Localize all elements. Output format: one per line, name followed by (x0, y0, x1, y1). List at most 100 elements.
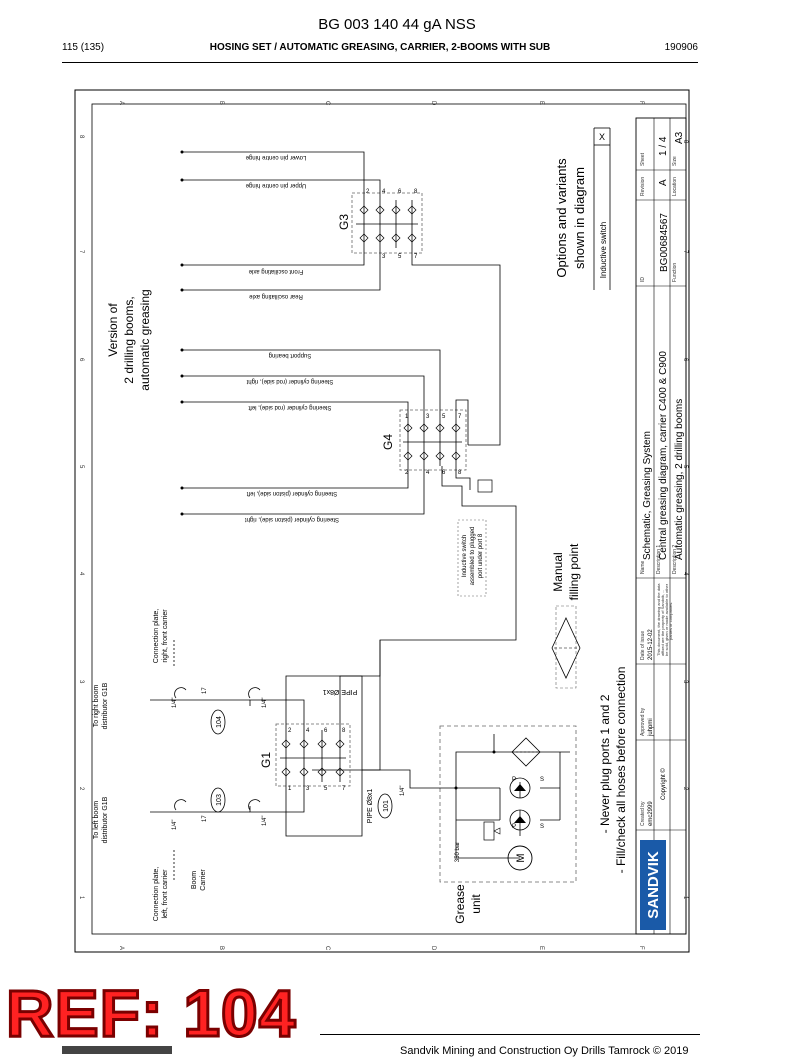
version-text: Version of 2 drilling booms, automatic g… (106, 289, 152, 390)
fitting-labels: 17 17 1/4" 1/4" 1/4" 1/4" 1/4" (172, 687, 406, 830)
manual-filling-1: Manual (551, 552, 565, 591)
legal-3: be sold, given or made available to othe… (664, 583, 669, 656)
g3-line-labels: Lower pin centre hinge Upper pin centre … (245, 154, 306, 299)
grid-row-7-right: 7 (682, 250, 688, 254)
g1-port-5: 5 (324, 786, 328, 792)
note-1: - Never plug ports 1 and 2 (598, 694, 612, 833)
to-left-1: To left boom (93, 801, 100, 839)
g4-port-5: 5 (442, 414, 446, 420)
grid-row-8-right: 8 (682, 140, 688, 144)
pipe-bottom-label: PIPE Ø8x1 (367, 789, 374, 824)
g3-lines (182, 151, 501, 446)
footer-logo (62, 1046, 172, 1054)
g4-end-dots (180, 348, 184, 516)
grease-label-1: Grease (453, 884, 467, 924)
g1-label: G1 (259, 752, 273, 768)
g3-line-2: Upper pin centre hinge (245, 182, 306, 188)
g3-port-7: 7 (414, 254, 418, 260)
conn-left-1: Connection plate, (153, 867, 160, 922)
approved-by: juhpmi (648, 718, 654, 737)
g3-port-4: 4 (382, 189, 386, 195)
g1-pipes (249, 640, 381, 837)
version-line-2: 2 drilling booms, (122, 296, 136, 383)
option-inductive-switch: Inductive switch (599, 222, 608, 278)
drawing-id: BG00684567 (659, 213, 670, 272)
footer-text: Sandvik Mining and Construction Oy Drill… (400, 1045, 689, 1057)
fitting-quarter-1: 1/4" (172, 698, 178, 708)
grease-unit-label: Grease unit (453, 884, 483, 924)
copyright: Copyright © (660, 768, 667, 800)
conn-right-1: Connection plate, (153, 609, 160, 664)
distributor-g4: 1 3 5 7 2 4 6 8 G4 (381, 409, 467, 476)
conn-right-2: right, front carrier (162, 609, 169, 663)
options-panel: Options and variants shown in diagram In… (554, 127, 611, 290)
motor-label: M (515, 853, 527, 862)
g3-end-dots (180, 150, 184, 292)
grid-row-4: 4 (78, 572, 84, 576)
g3-line-1: Lower pin centre hinge (245, 154, 306, 160)
g1-outline (275, 723, 351, 787)
hose-104: 104 (216, 716, 223, 728)
approved-by-label: Approved by (640, 707, 646, 736)
g4-port-7: 7 (458, 414, 462, 420)
to-right-2: distributor G1B (102, 682, 109, 729)
g1-port-1: 1 (288, 786, 292, 792)
g4-port-2: 2 (405, 470, 409, 476)
grid-col-f-bottom: F (638, 946, 644, 950)
pump-2-icon (509, 809, 531, 831)
pressure-label: 350 bar (455, 842, 461, 862)
motor-icon (507, 845, 533, 871)
options-line-2: shown in diagram (572, 167, 587, 269)
g1-port-2: 2 (288, 728, 292, 734)
desc2-label: Description 2 (672, 545, 678, 574)
manual-filling-2: filling point (567, 543, 581, 600)
g4-line-1: Support bearing (269, 352, 312, 358)
section-title: HOSING SET / AUTOMATIC GREASING, CARRIER… (209, 42, 551, 53)
revision-label: Revision (640, 177, 646, 196)
option-mark: X (599, 132, 605, 142)
grid-row-1-right: 1 (682, 896, 688, 900)
size-value: A3 (674, 131, 685, 144)
header-date: 190906 (664, 42, 698, 53)
hose-bubbles (210, 709, 393, 819)
legal-4: parties or companies. (668, 602, 673, 640)
grease-unit: M P S P S 350 bar (362, 725, 577, 883)
inductive-switch-symbol (477, 479, 493, 493)
pipe-top-label: PIPE Ø8x1 (323, 688, 358, 695)
grid-col-f: F (638, 101, 644, 105)
grid-numbers: 8 7 6 5 4 3 2 1 8 7 6 5 4 3 2 1 (78, 135, 688, 900)
carrier-label: Carrier (200, 869, 207, 891)
g4-port-8: 8 (458, 470, 462, 476)
grid-col-d: D (430, 101, 436, 106)
size-label: Size (672, 156, 678, 166)
g1-port-8: 8 (342, 728, 346, 734)
hose-101: 101 (383, 800, 390, 812)
g3-line-4: Rear oscillating axle (248, 293, 302, 299)
grid-letters: A B C D E F A B C D E F (118, 101, 644, 951)
distributor-g1: 2 4 6 8 1 3 5 7 G1 (259, 723, 351, 792)
page-number: 115 (135) (62, 42, 105, 53)
id-label: ID (640, 277, 646, 282)
g3-port-8: 8 (414, 189, 418, 195)
fitting-quarter-4: 1/4" (262, 816, 268, 826)
g4-outline (399, 409, 467, 471)
title-desc2: Automatic greasing, 2 drilling booms (674, 399, 685, 560)
g1-port-7: 7 (342, 786, 346, 792)
brand-name: SANDVIK (645, 851, 662, 919)
pump-port-s1: S (540, 777, 544, 783)
boom-label: Boom (191, 871, 198, 889)
legal-2: affixed are the property of Sandvik, ... (660, 590, 665, 656)
notes: - Never plug ports 1 and 2 - Fill/check … (598, 667, 628, 874)
pressure-valve-icon (483, 821, 495, 841)
g4-port-3: 3 (426, 414, 430, 420)
name-label: Name (640, 560, 646, 574)
hose-number-labels: 104 103 101 (216, 716, 390, 812)
inductive-note: Inductive switch assembled to plugged po… (462, 527, 484, 586)
footer-rule (320, 1034, 700, 1035)
g4-label: G4 (381, 434, 395, 450)
grid-row-3: 3 (78, 680, 84, 684)
version-line-3: automatic greasing (138, 289, 152, 390)
title-block: SANDVIK Created by Approved by Date of i… (635, 117, 687, 935)
outer-frame (74, 89, 690, 953)
pump-port-p1: P (512, 777, 516, 783)
